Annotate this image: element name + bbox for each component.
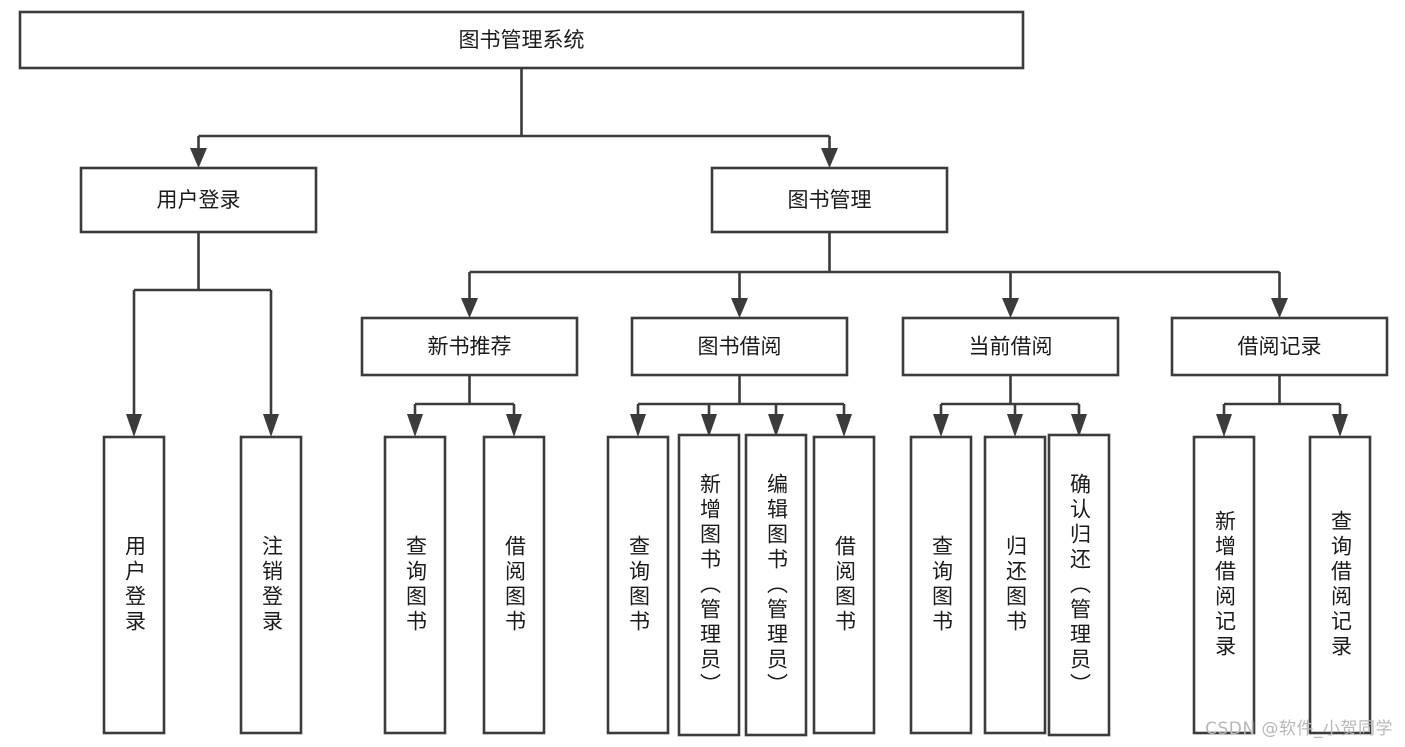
node-borrow-record-label: 借阅记录 [1238,335,1322,359]
arrowhead-record-leaf-1 [1216,414,1232,437]
leaf-rect-borrow-book[interactable] [812,435,876,735]
arrowhead-current-leaf-1 [933,414,949,437]
node-book-borrow-rect[interactable] [630,316,849,377]
node-new-book-recommend-rect[interactable] [360,316,579,377]
arrowhead-leaf-user-login [126,414,142,437]
node-new-book-recommend[interactable]: 新书推荐 [360,316,579,377]
leaf-rect-logout[interactable] [239,435,303,735]
node-book-borrow-label: 图书借阅 [698,335,782,359]
arrowhead-record-leaf-2 [1332,414,1348,437]
arrowhead-newbook [461,298,478,318]
connector-layer [126,68,1348,437]
leaf-rect-add-borrow-record[interactable] [1192,435,1256,735]
node-user-login-label: 用户登录 [157,188,241,212]
node-book-management-rect[interactable] [710,166,949,234]
node-book-borrow[interactable]: 图书借阅 [630,316,849,377]
node-root-label: 图书管理系统 [459,28,585,52]
leaf-rect-return-book[interactable] [983,435,1047,735]
watermark-text: CSDN @软件_小贺同学 [1205,719,1393,739]
leaf-rect-edit-book-admin[interactable] [744,433,808,737]
leaf-rect-add-book-admin[interactable] [677,433,741,737]
leaf-rect-query-book-current[interactable] [909,435,973,735]
node-borrow-record[interactable]: 借阅记录 [1170,316,1389,377]
node-root-rect[interactable] [18,10,1025,70]
arrowhead-current-leaf-2 [1007,414,1023,437]
node-current-borrow[interactable]: 当前借阅 [901,316,1120,377]
arrowhead-newbook-leaf-2 [506,414,522,437]
node-user-login-rect[interactable] [79,166,318,234]
node-borrow-record-rect[interactable] [1170,316,1389,377]
node-user-login[interactable]: 用户登录 [79,166,318,234]
arrowhead-book-mgmt [821,148,838,168]
node-current-borrow-label: 当前借阅 [969,335,1053,359]
arrowhead-borrow [731,298,748,318]
node-book-management[interactable]: 图书管理 [710,166,949,234]
arrowhead-current-leaf-3 [1071,414,1087,437]
node-book-management-label: 图书管理 [788,188,872,212]
node-current-borrow-rect[interactable] [901,316,1120,377]
node-root[interactable]: 图书管理系统 [18,10,1025,70]
arrowhead-record [1271,298,1288,318]
leaf-rect-user-login[interactable] [102,435,166,735]
arrowhead-borrow-leaf-2 [701,414,717,437]
arrowhead-borrow-leaf-1 [630,414,646,437]
arrowhead-newbook-leaf-1 [407,414,423,437]
leaf-rect-query-borrow-record[interactable] [1308,435,1372,735]
node-new-book-recommend-label: 新书推荐 [428,335,512,359]
arrowhead-current [1002,298,1019,318]
arrowhead-borrow-leaf-3 [768,414,784,437]
leaf-rect-query-book-newbook[interactable] [383,435,447,735]
leaf-node-layer[interactable] [102,433,1372,737]
arrowhead-leaf-logout [263,414,279,437]
leaf-rect-borrow-book-newbook[interactable] [482,435,546,735]
leaf-rect-query-book-borrow[interactable] [606,435,670,735]
arrowhead-user-login [190,148,207,168]
arrowhead-borrow-leaf-4 [836,414,852,437]
leaf-rect-confirm-return-admin[interactable] [1047,433,1111,737]
